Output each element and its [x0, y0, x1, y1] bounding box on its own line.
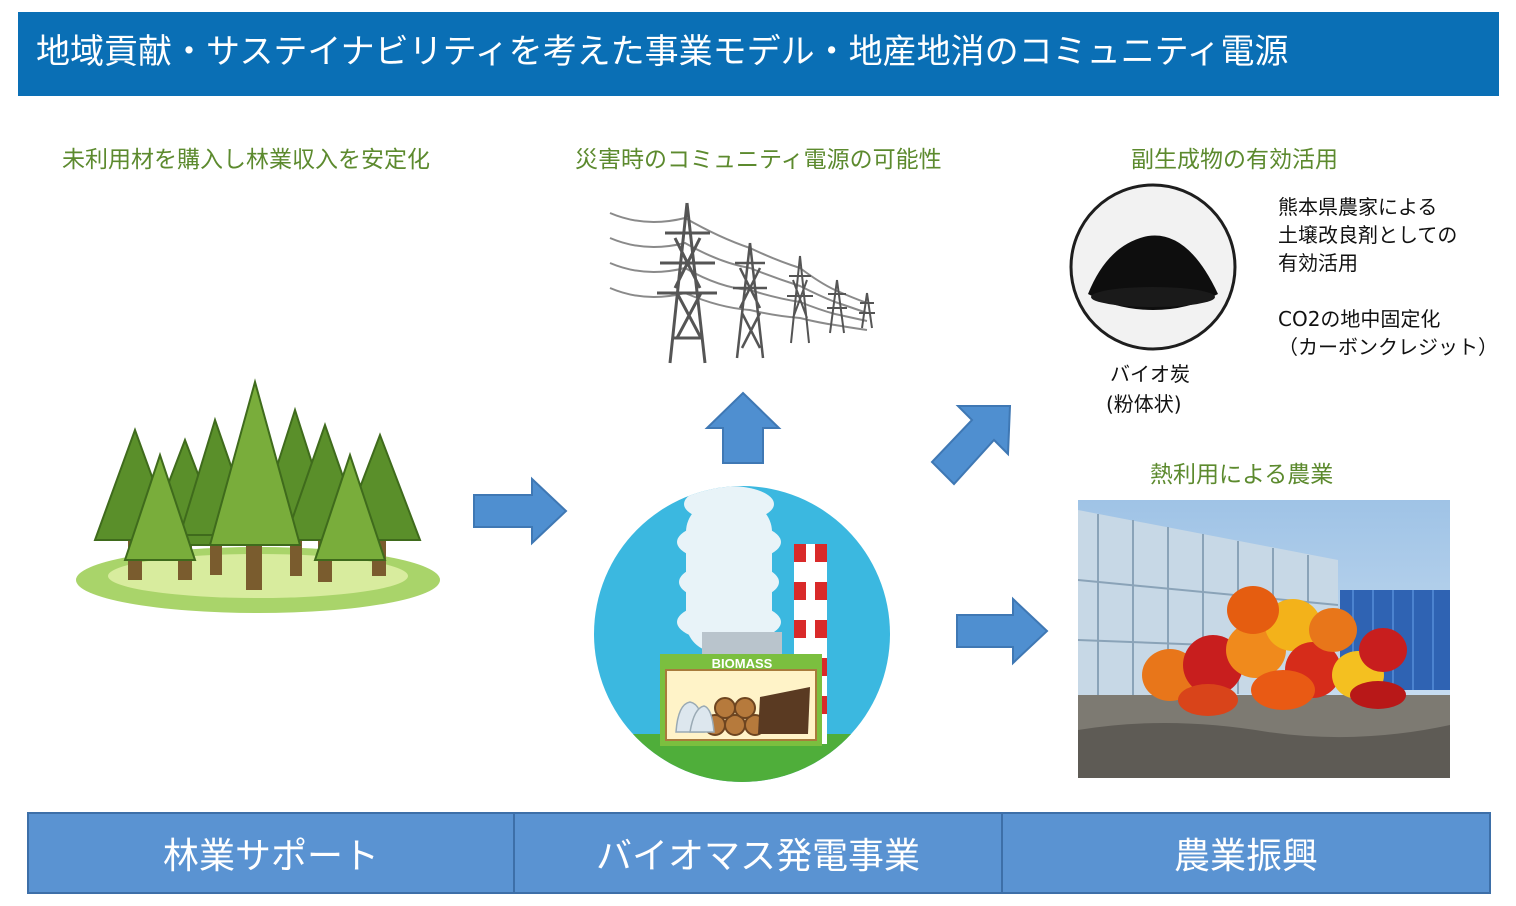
- forest-illustration: [76, 378, 440, 613]
- arrow-right-icon: [473, 476, 568, 546]
- biochar-form: (粉体状): [1106, 392, 1182, 416]
- page-title: 地域貢献・サステイナビリティを考えた事業モデル・地産地消のコミュニティ電源: [36, 32, 1289, 72]
- biochar-photo: [1069, 183, 1237, 351]
- agriculture-caption: 熱利用による農業: [1150, 462, 1334, 488]
- band-biomass-power: バイオマス発電事業: [513, 812, 1003, 894]
- forestry-caption: 未利用材を購入し林業収入を安定化: [62, 147, 430, 173]
- arrow-right-icon: [956, 596, 1049, 666]
- biomass-plant-illustration: BIOMASS: [594, 486, 890, 782]
- header-bar: [18, 12, 1499, 96]
- biochar-notes: 熊本県農家による 土壌改良剤としての 有効活用 CO2の地中固定化 （カーボンク…: [1278, 193, 1498, 361]
- biochar-label: バイオ炭: [1110, 362, 1190, 386]
- arrow-up-icon: [704, 391, 782, 464]
- greenhouse-peppers-photo: [1078, 500, 1450, 778]
- biomass-sign: BIOMASS: [712, 656, 773, 671]
- arrow-diagonal-icon: [930, 405, 1012, 486]
- note-line: 有効活用: [1278, 251, 1358, 275]
- note-line: CO2の地中固定化: [1278, 307, 1441, 331]
- note-line: （カーボンクレジット）: [1278, 335, 1498, 359]
- byproduct-caption: 副生成物の有効活用: [1131, 147, 1338, 173]
- power-tower-illustration: [609, 202, 875, 364]
- note-line: 土壌改良剤としての: [1278, 223, 1458, 247]
- note-line: [1278, 277, 1498, 305]
- band-forestry-support: 林業サポート: [27, 812, 515, 894]
- disaster-caption: 災害時のコミュニティ電源の可能性: [575, 147, 942, 173]
- note-line: 熊本県農家による: [1278, 195, 1438, 219]
- band-agriculture-promotion: 農業振興: [1001, 812, 1491, 894]
